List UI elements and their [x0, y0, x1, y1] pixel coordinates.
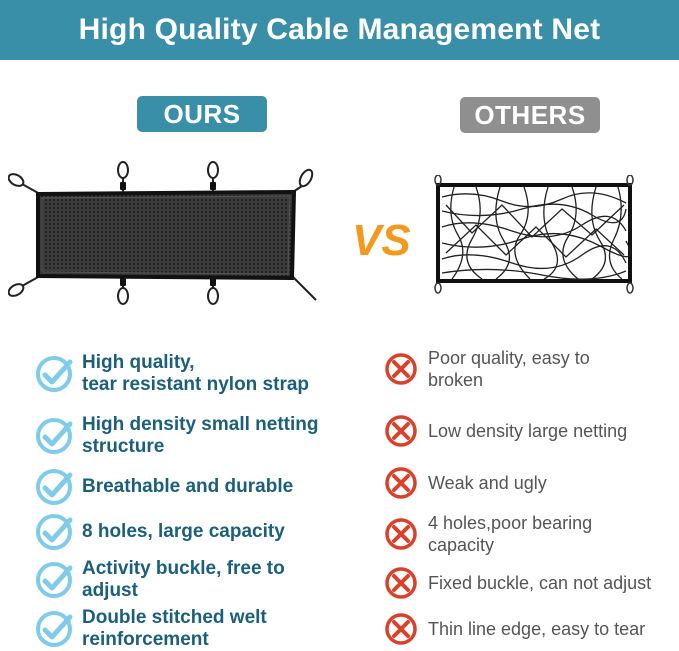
- cross-circle-icon: [385, 518, 417, 550]
- check-circle-icon: [36, 562, 73, 598]
- check-circle-icon: [36, 469, 73, 505]
- page-title: High Quality Cable Management Net: [78, 13, 601, 46]
- others-feature-item: Thin line edge, easy to tear: [384, 612, 679, 646]
- others-net-image: [434, 175, 634, 294]
- others-feature-text: Fixed buckle, can not adjust: [428, 573, 652, 593]
- check-circle-icon: [36, 418, 73, 454]
- vs-icon: VS: [352, 216, 411, 265]
- cross-circle-icon: [385, 567, 417, 599]
- others-badge: OTHERS: [460, 97, 600, 133]
- cross-circle-icon: [385, 353, 417, 385]
- vs-text: VS: [352, 216, 411, 265]
- ours-feature-text: Breathable and durable: [82, 476, 294, 497]
- cross-circle-icon: [385, 415, 417, 447]
- ours-feature-item: Breathable and durable: [34, 467, 344, 507]
- cross-circle-icon: [385, 467, 417, 499]
- ours-feature-item: 8 holes, large capacity: [34, 512, 344, 552]
- others-feature-text: Weak and ugly: [428, 473, 547, 493]
- check-circle-icon: [36, 514, 73, 550]
- others-feature-text: Low density large netting: [428, 421, 628, 441]
- ours-feature-text: High quality,tear resistant nylon strap: [82, 352, 310, 395]
- others-feature-item: Low density large netting: [384, 414, 679, 448]
- check-circle-icon: [36, 611, 73, 647]
- ours-feature-item: Activity buckle, free to adjust: [34, 558, 344, 602]
- cross-circle-icon: [385, 613, 417, 645]
- ours-net-image: [8, 161, 317, 305]
- others-feature-text: Thin line edge, easy to tear: [428, 619, 646, 639]
- others-feature-item: Weak and ugly: [384, 466, 679, 500]
- ours-feature-text: 8 holes, large capacity: [82, 521, 285, 542]
- ours-feature-text: Activity buckle, free to adjust: [82, 558, 285, 601]
- header-banner: High Quality Cable Management Net: [0, 0, 679, 60]
- others-feature-item: Fixed buckle, can not adjust: [384, 566, 679, 600]
- ours-feature-item: High quality,tear resistant nylon strap: [34, 352, 344, 396]
- ours-badge: OURS: [137, 96, 267, 132]
- check-circle-icon: [36, 356, 73, 392]
